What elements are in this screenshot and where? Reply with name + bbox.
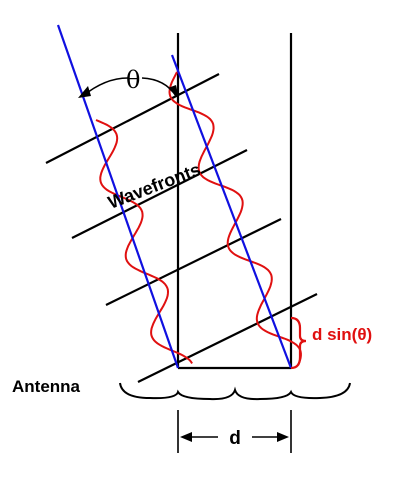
wavefront-line (105, 218, 282, 306)
wave-right (168, 71, 302, 366)
d-label: d (229, 428, 241, 449)
wavefronts-label: Wavefronts (105, 159, 203, 213)
arrowhead-icon (180, 432, 192, 442)
d-sin-theta-label: d sin(θ) (312, 325, 372, 344)
wavefront-line (137, 293, 318, 383)
wavefront-line (71, 149, 248, 239)
vertical-guides (176, 33, 293, 370)
dsin-brace (290, 316, 307, 370)
arrowhead-icon (277, 432, 289, 442)
ray-right (170, 54, 293, 369)
dsin-brace-curve (290, 316, 307, 370)
incident-rays (56, 24, 293, 369)
wavefront-lines (45, 73, 318, 383)
ray-left (56, 24, 180, 369)
antenna-label: Antenna (12, 377, 81, 396)
theta-annotation: θ (78, 66, 179, 99)
arrowhead-icon (168, 85, 179, 99)
wavefront-line (45, 73, 220, 164)
d-dimension (177, 410, 292, 453)
antenna-brace (119, 382, 351, 401)
theta-label: θ (126, 66, 140, 94)
arrowhead-icon (78, 86, 91, 98)
brace-curve (119, 382, 351, 401)
